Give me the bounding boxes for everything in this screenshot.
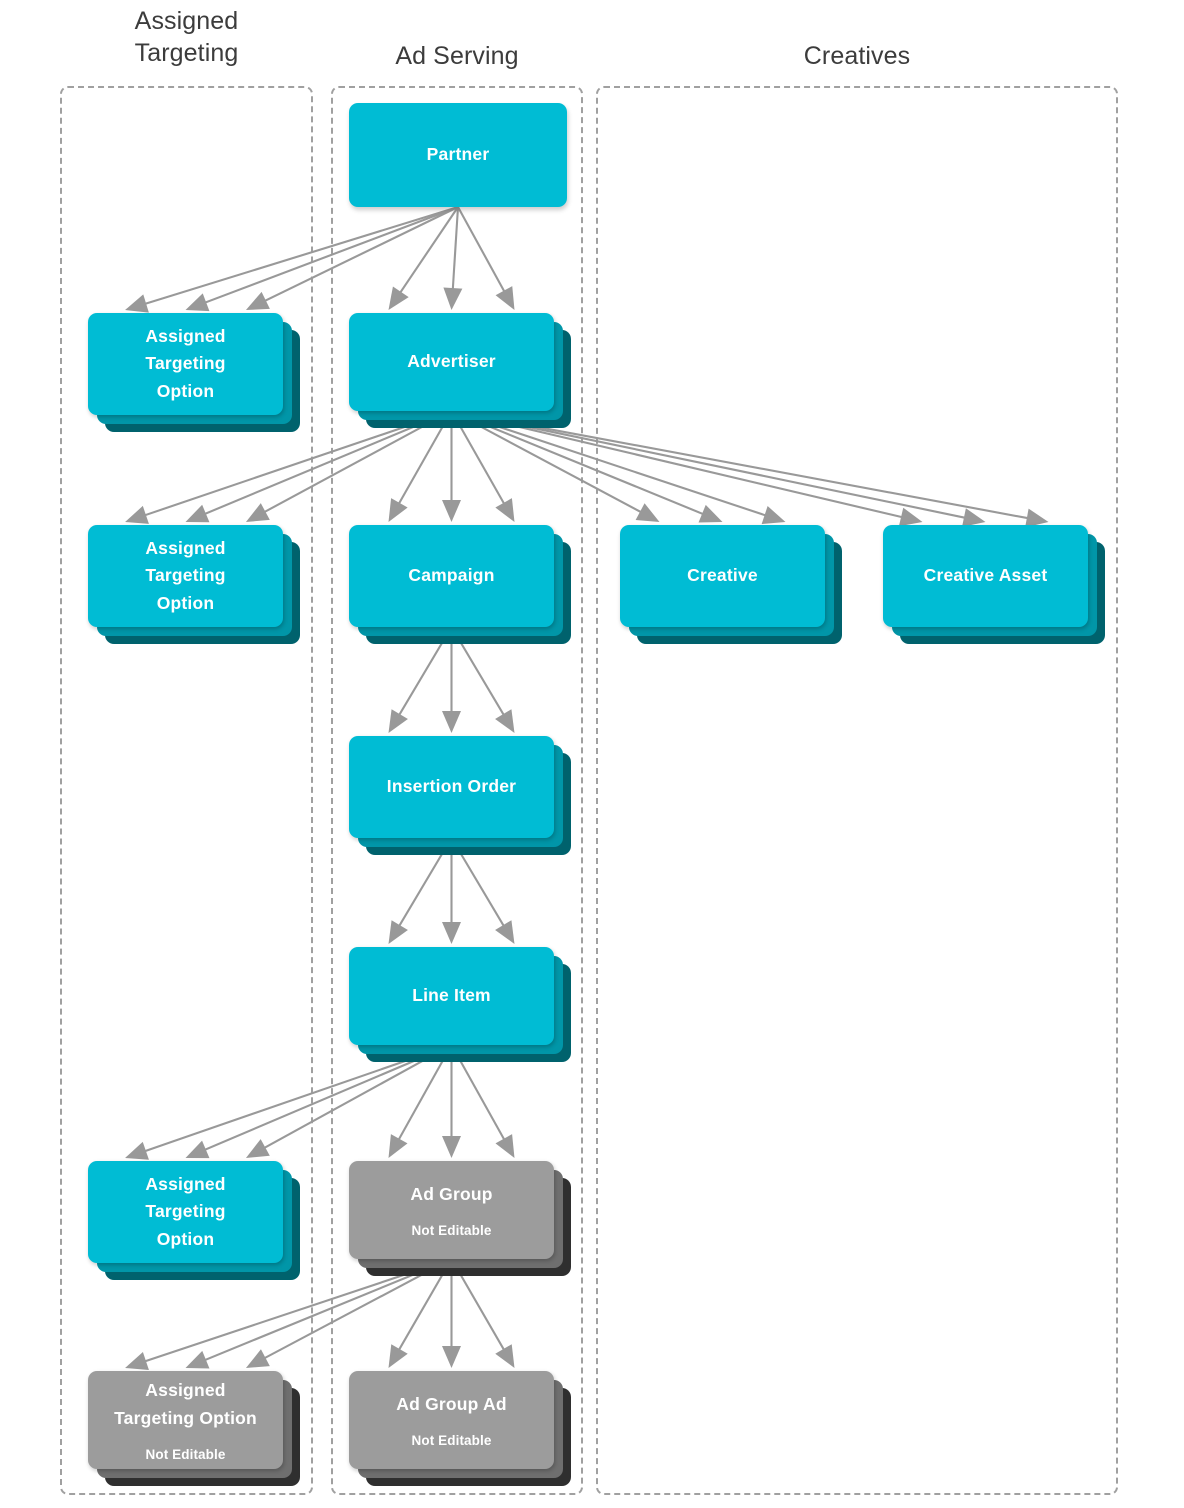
node-title-line: Creative: [687, 565, 758, 586]
node-creative: Creative: [620, 525, 842, 644]
node-title: Insertion Order: [387, 773, 516, 801]
group-box-creatives: [596, 86, 1118, 1495]
node-title-line: Line Item: [412, 985, 491, 1006]
node-not-editable-label: Not Editable: [145, 1446, 226, 1462]
node-title-line: Ad Group: [410, 1184, 493, 1205]
node-title: Line Item: [412, 982, 491, 1010]
node-creative-asset: Creative Asset: [883, 525, 1105, 644]
node-card: Creative Asset: [883, 525, 1088, 627]
node-title-line: Targeting: [145, 353, 226, 374]
node-card: Insertion Order: [349, 736, 554, 838]
group-box-assigned-targeting: [60, 86, 313, 1495]
node-card: Partner: [349, 103, 567, 207]
column-header-line-1: Assigned: [134, 7, 239, 35]
node-card: Campaign: [349, 525, 554, 627]
node-title: Creative Asset: [924, 562, 1048, 590]
column-header-line-1: Ad Serving: [395, 42, 519, 70]
node-title-line: Creative Asset: [923, 565, 1048, 586]
node-title: Ad Group Ad: [396, 1391, 506, 1419]
column-header-line-2: Targeting: [134, 38, 239, 67]
node-not-editable-label: Not Editable: [411, 1432, 492, 1448]
node-title-line: Targeting Option: [114, 1407, 257, 1428]
node-advertiser: Advertiser: [349, 313, 571, 428]
node-not-editable-label: Not Editable: [411, 1222, 492, 1238]
node-title-line: Advertiser: [407, 351, 496, 372]
node-insertion-order: Insertion Order: [349, 736, 571, 855]
node-title-line: Campaign: [408, 565, 495, 586]
node-title-line: Option: [156, 592, 215, 613]
node-title-line: Option: [156, 380, 215, 401]
node-title-line: Ad Group Ad: [396, 1394, 507, 1415]
node-title: Partner: [427, 141, 490, 169]
node-title-line: Targeting: [145, 1201, 226, 1222]
node-title-line: Partner: [426, 144, 490, 165]
node-card: Ad Group Ad Not Editable: [349, 1371, 554, 1469]
node-card: Line Item: [349, 947, 554, 1045]
node-title-line: Insertion Order: [386, 776, 517, 797]
column-header-ad-serving: Ad Serving: [331, 41, 583, 73]
node-card: Advertiser: [349, 313, 554, 411]
node-title: Campaign: [408, 562, 494, 590]
column-header-line-1: Creatives: [803, 42, 911, 70]
node-title-line: Option: [156, 1228, 215, 1249]
node-line-item: Line Item: [349, 947, 571, 1062]
node-title: Ad Group: [410, 1181, 492, 1209]
node-title-line: Assigned: [145, 537, 226, 558]
column-header-creatives: Creatives: [596, 41, 1118, 73]
column-header-assigned-targeting: Assigned Targeting: [60, 6, 313, 69]
node-partner: Partner: [349, 103, 567, 207]
node-title: Advertiser: [407, 348, 496, 376]
node-card: Creative: [620, 525, 825, 627]
node-title-line: Assigned: [145, 1173, 226, 1194]
node-title-line: Assigned: [145, 1380, 226, 1401]
node-title-line: Targeting: [145, 565, 226, 586]
node-title: Creative: [687, 562, 758, 590]
node-campaign: Campaign: [349, 525, 571, 644]
node-ad-group-ad: Ad Group Ad Not Editable: [349, 1371, 571, 1486]
group-box-ad-serving: [331, 86, 583, 1495]
node-title-line: Assigned: [145, 325, 226, 346]
